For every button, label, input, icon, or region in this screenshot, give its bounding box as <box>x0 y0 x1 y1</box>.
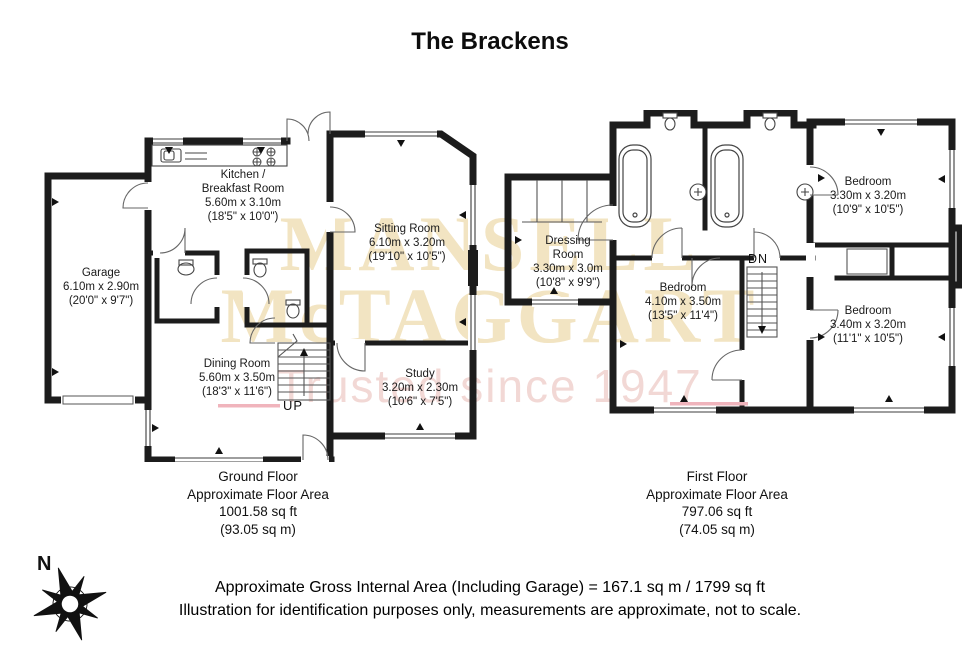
basin-icon <box>796 183 814 201</box>
bathtub-icon <box>618 144 652 228</box>
page-title: The Brackens <box>411 28 569 55</box>
stairs-up-underline <box>218 404 280 408</box>
watermark-line1: MANSELL <box>279 200 701 287</box>
garage-door <box>62 395 134 405</box>
wardrobe <box>522 180 602 223</box>
room-label-study: Study 3.20m x 2.30m (10'6" x 7'5") <box>381 368 459 408</box>
room-label-garage: Garage 6.10m x 2.90m (20'0" x 9'7") <box>62 267 140 307</box>
door-arcs <box>577 166 839 381</box>
stairs-dn-label: DN <box>748 252 769 266</box>
compass-north-label: N <box>37 553 51 575</box>
toilet-icon <box>252 258 268 278</box>
door-arcs <box>122 111 366 461</box>
room-label-bedroom-main: Bedroom 4.10m x 3.50m (13'5" x 11'4") <box>644 282 722 322</box>
measure-arrows <box>515 129 945 402</box>
toilet-icon <box>762 112 778 131</box>
closet <box>846 248 888 275</box>
room-label-sitting: Sitting Room 6.10m x 3.20m (19'10" x 10'… <box>368 223 446 263</box>
first-floor-plan <box>504 110 962 415</box>
first-floor-caption: First Floor Approximate Floor Area 797.0… <box>646 469 788 537</box>
measure-arrows <box>52 140 466 454</box>
stairs-dn-underline <box>670 402 748 406</box>
stairs-down <box>746 266 778 338</box>
sink-icon <box>177 259 195 276</box>
footer-disclaimer-line: Illustration for identification purposes… <box>178 602 802 619</box>
basin-icon <box>689 183 707 201</box>
bathtub-icon <box>710 144 744 228</box>
chimney-breast <box>468 250 478 286</box>
toilet-icon <box>662 112 678 131</box>
room-label-bedroom-bottom-right: Bedroom 3.40m x 3.20m (11'1" x 10'5") <box>829 305 907 345</box>
footer: Approximate Gross Internal Area (Includi… <box>0 576 980 622</box>
room-label-kitchen: Kitchen / Breakfast Room 5.60m x 3.10m (… <box>201 169 285 223</box>
windows <box>532 117 958 415</box>
compass-icon: N <box>33 553 107 641</box>
windows <box>143 129 478 462</box>
stairs-up-label: UP <box>283 398 304 413</box>
hob-icon <box>252 147 276 167</box>
toilet-icon <box>285 299 301 319</box>
watermark-tagline: Trusted since 1947 <box>277 360 703 412</box>
footer-area-line: Approximate Gross Internal Area (Includi… <box>214 579 766 596</box>
ground-floor-caption: Ground Floor Approximate Floor Area 1001… <box>187 469 329 537</box>
room-label-dining: Dining Room 5.60m x 3.50m (18'3" x 11'6"… <box>198 358 276 398</box>
ground-floor-plan <box>44 111 478 462</box>
room-label-dressing: Dressing Room 3.30m x 3.0m (10'8" x 9'9"… <box>533 235 603 289</box>
room-label-bedroom-top-right: Bedroom 3.30m x 3.20m (10'9" x 10'5") <box>829 176 907 216</box>
